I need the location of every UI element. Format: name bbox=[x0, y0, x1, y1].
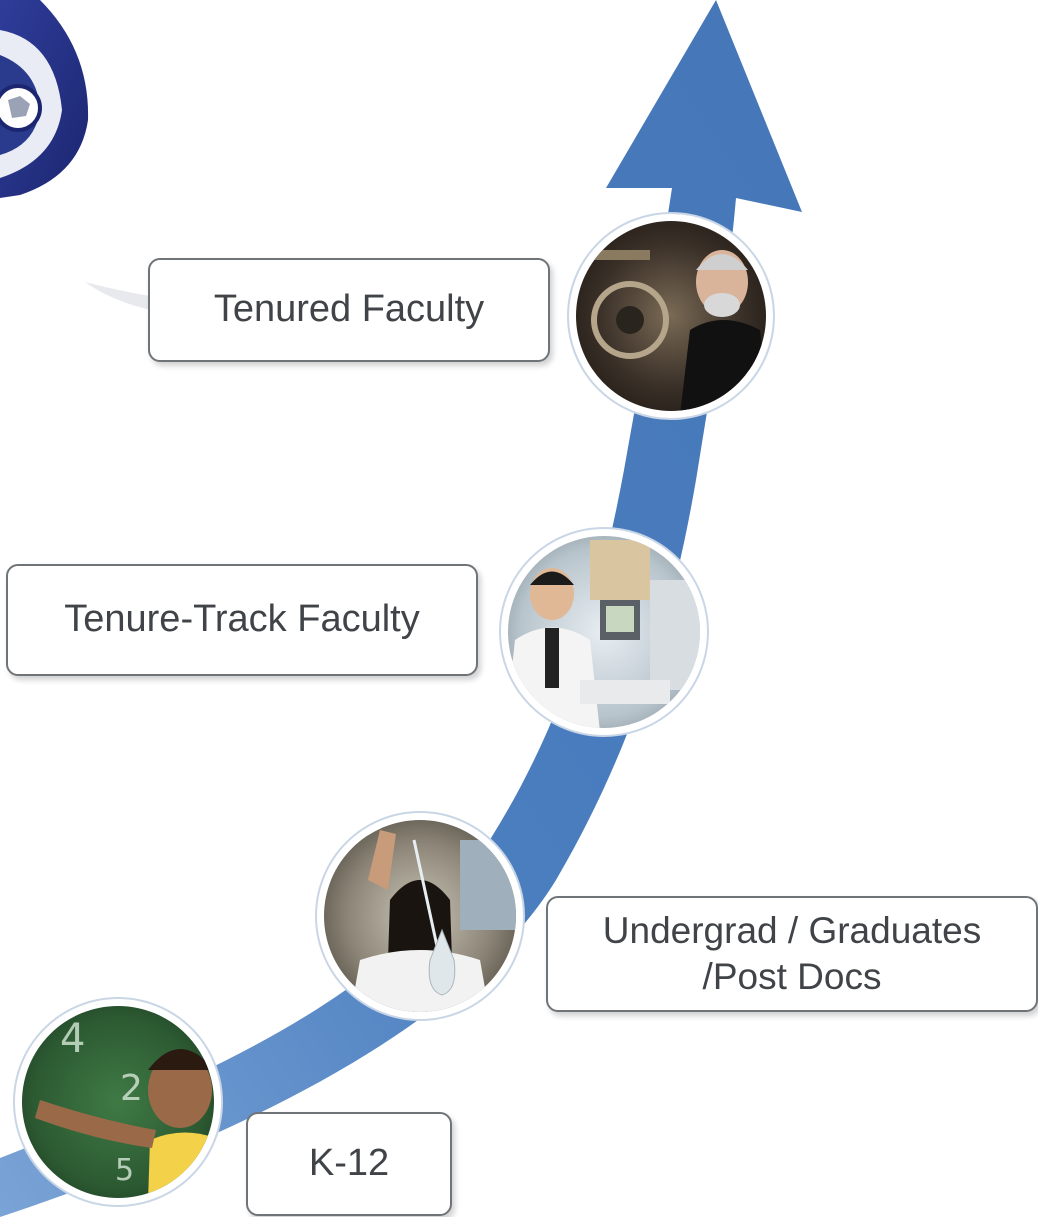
shadow-swoosh bbox=[85, 282, 150, 310]
stage-label-tenured: Tenured Faculty bbox=[148, 258, 550, 362]
svg-text:4: 4 bbox=[60, 1016, 85, 1062]
stage-label-text: K-12 bbox=[308, 1142, 390, 1185]
stage-label-tenure-track: Tenure-Track Faculty bbox=[6, 564, 478, 676]
stage-label-text: Tenure-Track Faculty bbox=[64, 598, 420, 641]
svg-text:5: 5 bbox=[115, 1153, 134, 1188]
logo-emblem bbox=[0, 0, 89, 198]
photo-undergrad bbox=[315, 811, 525, 1021]
photo-tenure-track bbox=[499, 527, 709, 737]
stage-label-text: Undergrad / Graduates /Post Docs bbox=[602, 909, 982, 997]
stage-label-undergrad: Undergrad / Graduates /Post Docs bbox=[546, 896, 1038, 1012]
photo-k12: 4 2 5 bbox=[13, 997, 223, 1207]
stage-label-text: Tenured Faculty bbox=[213, 288, 485, 331]
svg-text:2: 2 bbox=[120, 1068, 143, 1109]
stage-label-k12: K-12 bbox=[246, 1112, 452, 1216]
photo-tenured bbox=[567, 212, 775, 420]
